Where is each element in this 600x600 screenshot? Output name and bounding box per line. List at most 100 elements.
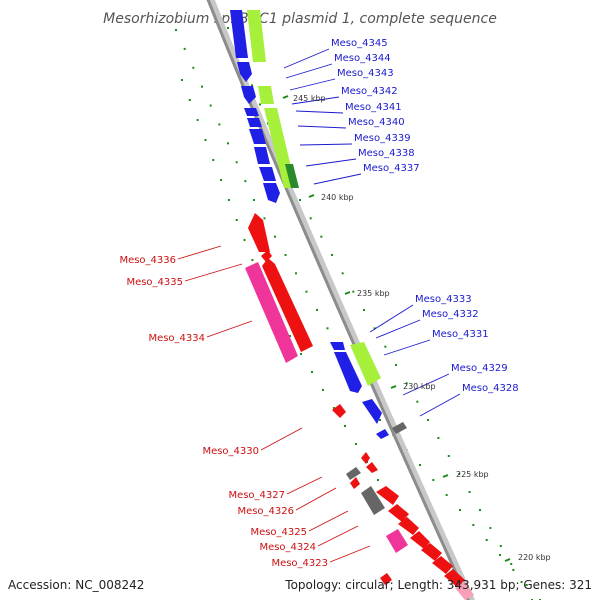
tick-label: 240 kbp: [321, 193, 354, 202]
feature-gray-3[interactable]: [361, 486, 385, 515]
gene-small-3[interactable]: [421, 543, 442, 561]
gene-meso-4334[interactable]: [245, 262, 298, 363]
ring-dot: [227, 27, 229, 29]
gene-small-5[interactable]: [444, 569, 465, 587]
gene-label[interactable]: Meso_4335: [126, 277, 183, 288]
gene-label[interactable]: Meso_4326: [237, 506, 294, 517]
leader-line: [283, 48, 330, 69]
gene-small-6[interactable]: [380, 573, 392, 585]
gene-meso-4338[interactable]: [259, 167, 276, 181]
ring-dot: [227, 142, 229, 145]
ring-dot: [419, 464, 421, 466]
ring-dot: [235, 219, 238, 221]
gene-meso-4343[interactable]: [241, 86, 256, 104]
ring-dot: [395, 364, 397, 366]
gene-meso-4340[interactable]: [249, 129, 266, 144]
ring-dot: [227, 199, 230, 201]
gene-label[interactable]: Meso_4325: [250, 527, 307, 538]
gene-label[interactable]: Meso_4331: [432, 329, 489, 340]
ring-dot: [300, 353, 302, 355]
ring-dot: [175, 29, 177, 31]
ring-dot: [333, 407, 335, 409]
gene-label[interactable]: Meso_4329: [451, 363, 508, 374]
backbone-shadow: [207, 0, 476, 600]
gene-label[interactable]: Meso_4342: [341, 86, 398, 97]
leader-line: [286, 476, 323, 495]
ring-dot: [437, 437, 440, 439]
gene-label[interactable]: Meso_4332: [422, 309, 479, 320]
ring-dot: [341, 272, 344, 275]
ring-dot: [416, 400, 419, 403]
gene-label[interactable]: Meso_4333: [415, 294, 472, 305]
gene-label[interactable]: Meso_4344: [334, 53, 391, 64]
gene-meso-4336[interactable]: [248, 213, 270, 252]
gene-label[interactable]: Meso_4336: [119, 255, 176, 266]
ring-dot: [525, 584, 528, 586]
leader-line: [291, 96, 340, 105]
gene-label[interactable]: Meso_4340: [348, 117, 405, 128]
feature-green-1[interactable]: [247, 10, 266, 62]
gene-meso-4339[interactable]: [254, 147, 270, 164]
gene-meso-4329[interactable]: [362, 399, 382, 424]
ring-dot: [512, 569, 515, 571]
ring-dot: [352, 290, 355, 293]
gene-meso-4342[interactable]: [244, 108, 259, 116]
gene-meso-4345[interactable]: [230, 10, 248, 58]
gene-label[interactable]: Meso_4343: [337, 68, 394, 79]
gene-meso-4328[interactable]: [376, 429, 389, 439]
gene-meso-4335[interactable]: [262, 258, 313, 352]
ring-dot: [363, 309, 365, 311]
gene-label[interactable]: Meso_4324: [259, 542, 316, 553]
leader-line: [305, 158, 357, 167]
feature-green-2[interactable]: [258, 86, 274, 104]
gene-meso-4333[interactable]: [330, 342, 345, 350]
ring-dot: [427, 419, 429, 421]
feature-green-4[interactable]: [350, 342, 381, 386]
gene-meso-4324[interactable]: [398, 517, 419, 535]
gene-meso-4332[interactable]: [334, 352, 362, 393]
ring-dot: [204, 139, 207, 141]
gene-label[interactable]: Meso_4330: [202, 446, 259, 457]
feature-pink-2[interactable]: [386, 529, 408, 553]
gene-meso-4344[interactable]: [237, 62, 252, 82]
feature-gray-1[interactable]: [392, 422, 407, 434]
gene-small-2[interactable]: [366, 462, 378, 473]
gene-small-1[interactable]: [361, 452, 370, 464]
gene-label[interactable]: Meso_4339: [354, 133, 411, 144]
gene-meso-4327[interactable]: [350, 477, 360, 489]
gene-label[interactable]: Meso_4328: [462, 383, 519, 394]
gene-meso-4326[interactable]: [376, 486, 399, 505]
feature-darkgreen[interactable]: [285, 164, 299, 188]
leader-line: [177, 245, 222, 260]
gene-meso-4325[interactable]: [388, 504, 409, 522]
ring-dot: [316, 309, 318, 311]
tick-mark: [344, 291, 351, 295]
gene-meso-4341[interactable]: [247, 118, 262, 127]
gene-meso-4323[interactable]: [410, 531, 430, 549]
ring-dot: [499, 545, 502, 547]
gene-label[interactable]: Meso_4341: [345, 102, 402, 113]
leader-line: [289, 78, 336, 91]
ring-dot: [253, 199, 255, 201]
feature-gray-2[interactable]: [346, 467, 361, 480]
ring-dot: [384, 345, 387, 348]
leader-line: [206, 320, 253, 338]
gene-pink-small[interactable]: [455, 582, 474, 600]
gene-meso-4336-tip[interactable]: [261, 250, 272, 262]
gene-label[interactable]: Meso_4345: [331, 38, 388, 49]
gene-label[interactable]: Meso_4327: [228, 490, 285, 501]
gene-meso-4337[interactable]: [263, 183, 280, 203]
gene-meso-4330[interactable]: [332, 404, 346, 418]
accession-label: Accession: NC_008242: [8, 578, 145, 592]
gene-label[interactable]: Meso_4337: [363, 163, 420, 174]
gene-label[interactable]: Meso_4338: [358, 148, 415, 159]
tick-label: 230 kbp: [403, 382, 436, 391]
gene-label[interactable]: Meso_4334: [148, 333, 205, 344]
gene-label[interactable]: Meso_4323: [271, 558, 328, 569]
gene-labels: Meso_4345Meso_4344Meso_4343Meso_4342Meso…: [119, 38, 518, 569]
ring-dot: [212, 159, 215, 161]
ring-dot: [379, 419, 381, 421]
gene-small-4[interactable]: [432, 556, 453, 574]
ring-dot: [499, 554, 501, 556]
